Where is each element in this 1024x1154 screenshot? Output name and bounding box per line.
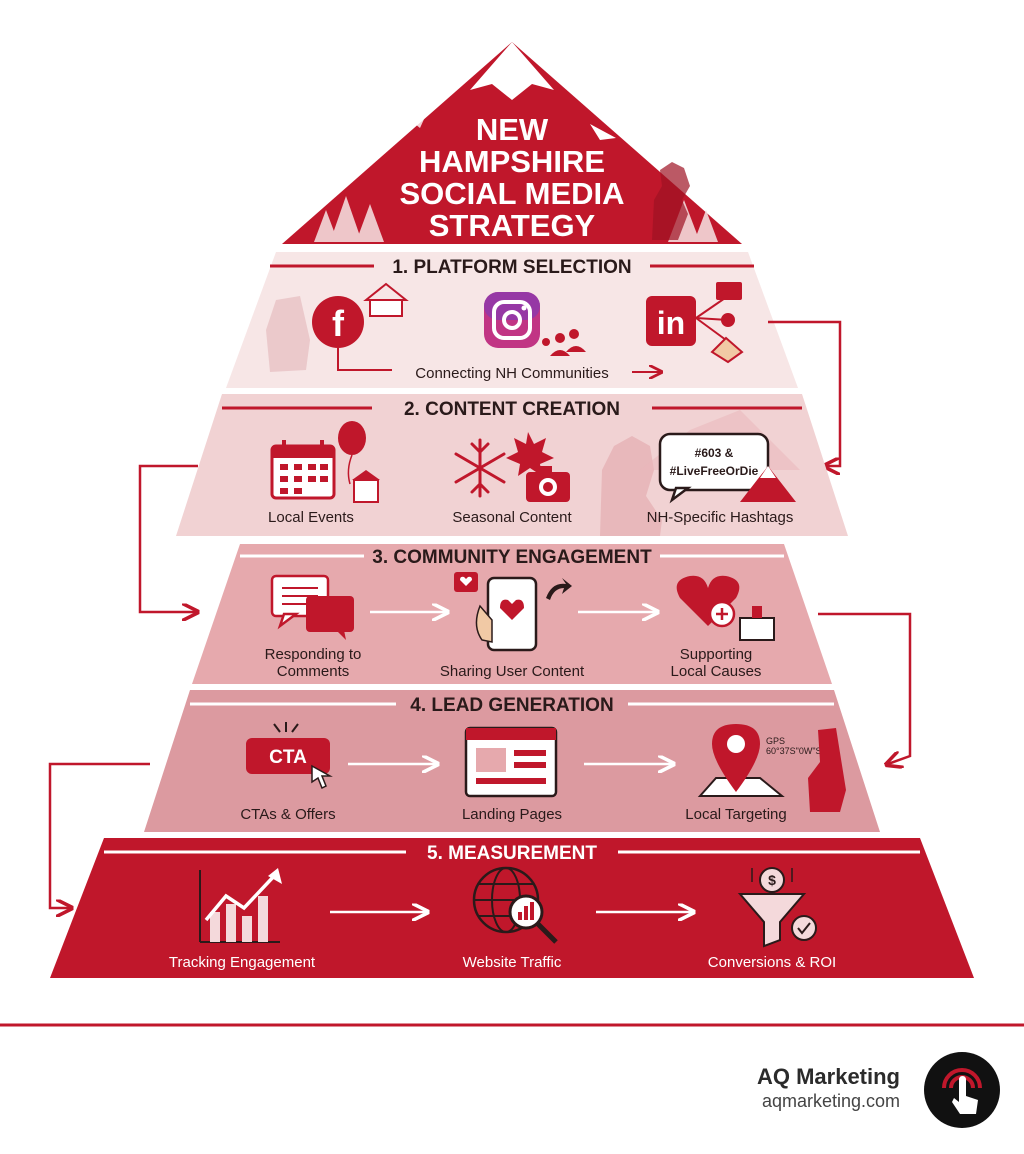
facebook-icon[interactable]: f xyxy=(312,296,364,348)
linkedin-icon[interactable]: in xyxy=(646,296,696,346)
instagram-icon[interactable] xyxy=(484,292,540,348)
brand-block: AQ Marketing aqmarketing.com xyxy=(757,1064,900,1112)
cta-button-icon: CTA xyxy=(246,722,333,790)
item-website-traffic: Website Traffic xyxy=(463,954,562,971)
hashtag-line-1: #603 & xyxy=(695,446,734,460)
item-supporting-line-2: Local Causes xyxy=(671,663,762,680)
landing-page-icon xyxy=(464,726,558,798)
title-line-4: STRATEGY xyxy=(429,208,596,243)
mountain-peak: NEW HAMPSHIRE SOCIAL MEDIA STRATEGY xyxy=(282,42,742,244)
cta-label: CTA xyxy=(269,747,307,768)
item-tracking-engagement: Tracking Engagement xyxy=(169,954,316,971)
hashtag-line-2: #LiveFreeOrDie xyxy=(670,464,759,478)
item-responding-line-1: Responding to xyxy=(265,646,362,663)
connector-arrow xyxy=(818,612,912,764)
tier-platform-selection: 1. PLATFORM SELECTION f Connecting NH Co… xyxy=(226,252,798,388)
item-supporting-line-1: Supporting xyxy=(680,646,753,663)
comments-icon xyxy=(270,574,354,640)
section-title-lead-generation: 4. LEAD GENERATION xyxy=(410,695,613,716)
tier-measurement: 5. MEASUREMENT Tracking Engagement xyxy=(50,838,974,978)
title-line-3: SOCIAL MEDIA xyxy=(399,176,624,211)
item-conversions-roi: Conversions & ROI xyxy=(708,954,836,971)
maple-leaf-icon xyxy=(506,432,554,476)
nh-map-icon xyxy=(266,296,310,372)
hashtag-bubble-icon: #603 & #LiveFreeOrDie xyxy=(658,432,770,504)
aq-marketing-logo-icon[interactable] xyxy=(922,1050,1002,1130)
svg-text:in: in xyxy=(657,305,685,341)
brand-url[interactable]: aqmarketing.com xyxy=(761,1091,900,1111)
section-title-content-creation: 2. CONTENT CREATION xyxy=(404,399,620,420)
platform-caption: Connecting NH Communities xyxy=(415,365,608,382)
item-seasonal-content: Seasonal Content xyxy=(452,509,572,526)
old-man-silhouette-icon xyxy=(600,436,662,536)
item-local-events: Local Events xyxy=(268,509,354,526)
funnel-dollar-icon: $ xyxy=(737,867,817,948)
svg-text:$: $ xyxy=(768,872,776,888)
connector-arrow xyxy=(768,320,842,466)
phone-heart-icon xyxy=(454,572,572,652)
globe-magnifier-icon xyxy=(472,866,558,944)
balloon-icon xyxy=(338,421,366,455)
item-landing-pages: Landing Pages xyxy=(462,806,562,823)
item-ctas-offers: CTAs & Offers xyxy=(240,806,335,823)
mountain-icon xyxy=(740,466,796,502)
community-icon xyxy=(542,329,586,356)
section-title-community-engagement: 3. COMMUNITY ENGAGEMENT xyxy=(372,547,652,568)
nh-state-map-icon xyxy=(808,728,846,812)
item-nh-hashtags: NH-Specific Hashtags xyxy=(647,509,794,526)
location-pin-icon xyxy=(697,724,785,797)
item-local-targeting: Local Targeting xyxy=(685,806,786,823)
gps-label: GPS xyxy=(766,736,785,746)
old-man-of-the-mountain-icon xyxy=(652,162,690,240)
item-sharing-user-content: Sharing User Content xyxy=(440,663,585,680)
house-icon xyxy=(363,282,409,317)
brand-name: AQ Marketing xyxy=(756,1064,900,1089)
snowflake-icon xyxy=(454,438,506,498)
trend-chart-icon xyxy=(199,868,282,943)
item-responding-line-2: Comments xyxy=(277,663,350,680)
handshake-icon xyxy=(710,336,744,364)
svg-text:f: f xyxy=(332,303,345,344)
title-line-2: HAMPSHIRE xyxy=(419,144,605,179)
tier-lead-generation: 4. LEAD GENERATION CTA CTAs & Offers Lan… xyxy=(144,690,880,832)
section-title-measurement: 5. MEASUREMENT xyxy=(427,843,597,864)
connector-arrow xyxy=(48,762,150,908)
carousel-icon xyxy=(352,470,380,503)
section-title-platform-selection: 1. PLATFORM SELECTION xyxy=(392,257,631,278)
tier-content-creation: 2. CONTENT CREATION Local Events xyxy=(176,394,848,536)
briefcase-icon xyxy=(716,282,742,300)
tier-community-engagement: 3. COMMUNITY ENGAGEMENT Responding to Co… xyxy=(192,544,832,684)
connector-arrow xyxy=(138,464,198,612)
gps-coordinates: 60°37S"0W"S xyxy=(766,746,822,756)
title-line-1: NEW xyxy=(476,112,549,147)
calendar-icon xyxy=(270,440,336,500)
camera-icon xyxy=(526,466,570,502)
heart-donation-icon xyxy=(676,575,775,641)
